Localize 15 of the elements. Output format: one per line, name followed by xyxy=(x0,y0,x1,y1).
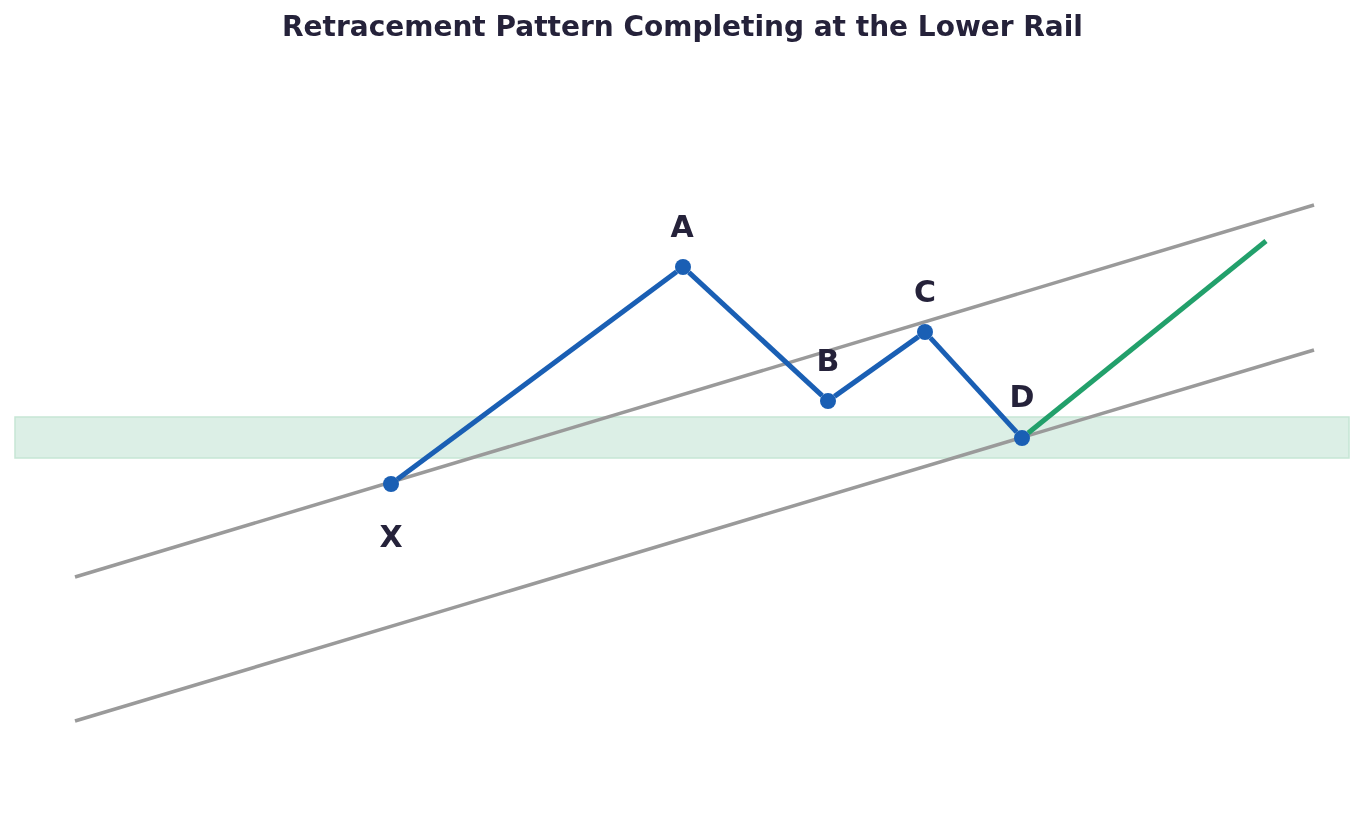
point-marker xyxy=(917,324,933,340)
point-label: A xyxy=(670,212,694,242)
connector-line xyxy=(1026,239,1268,435)
connector-line xyxy=(395,269,679,482)
connector-line xyxy=(687,270,824,398)
point-label: C xyxy=(914,277,936,307)
point-label: B xyxy=(816,346,840,376)
connector-line xyxy=(833,334,920,399)
point-marker xyxy=(675,259,691,275)
point-label: X xyxy=(379,522,403,552)
point-marker xyxy=(820,393,836,409)
point-marker xyxy=(383,476,399,492)
point-label: D xyxy=(1009,382,1035,412)
diagram-title: Retracement Pattern Completing at the Lower Rail xyxy=(282,9,1083,45)
connector-line xyxy=(928,336,1019,434)
